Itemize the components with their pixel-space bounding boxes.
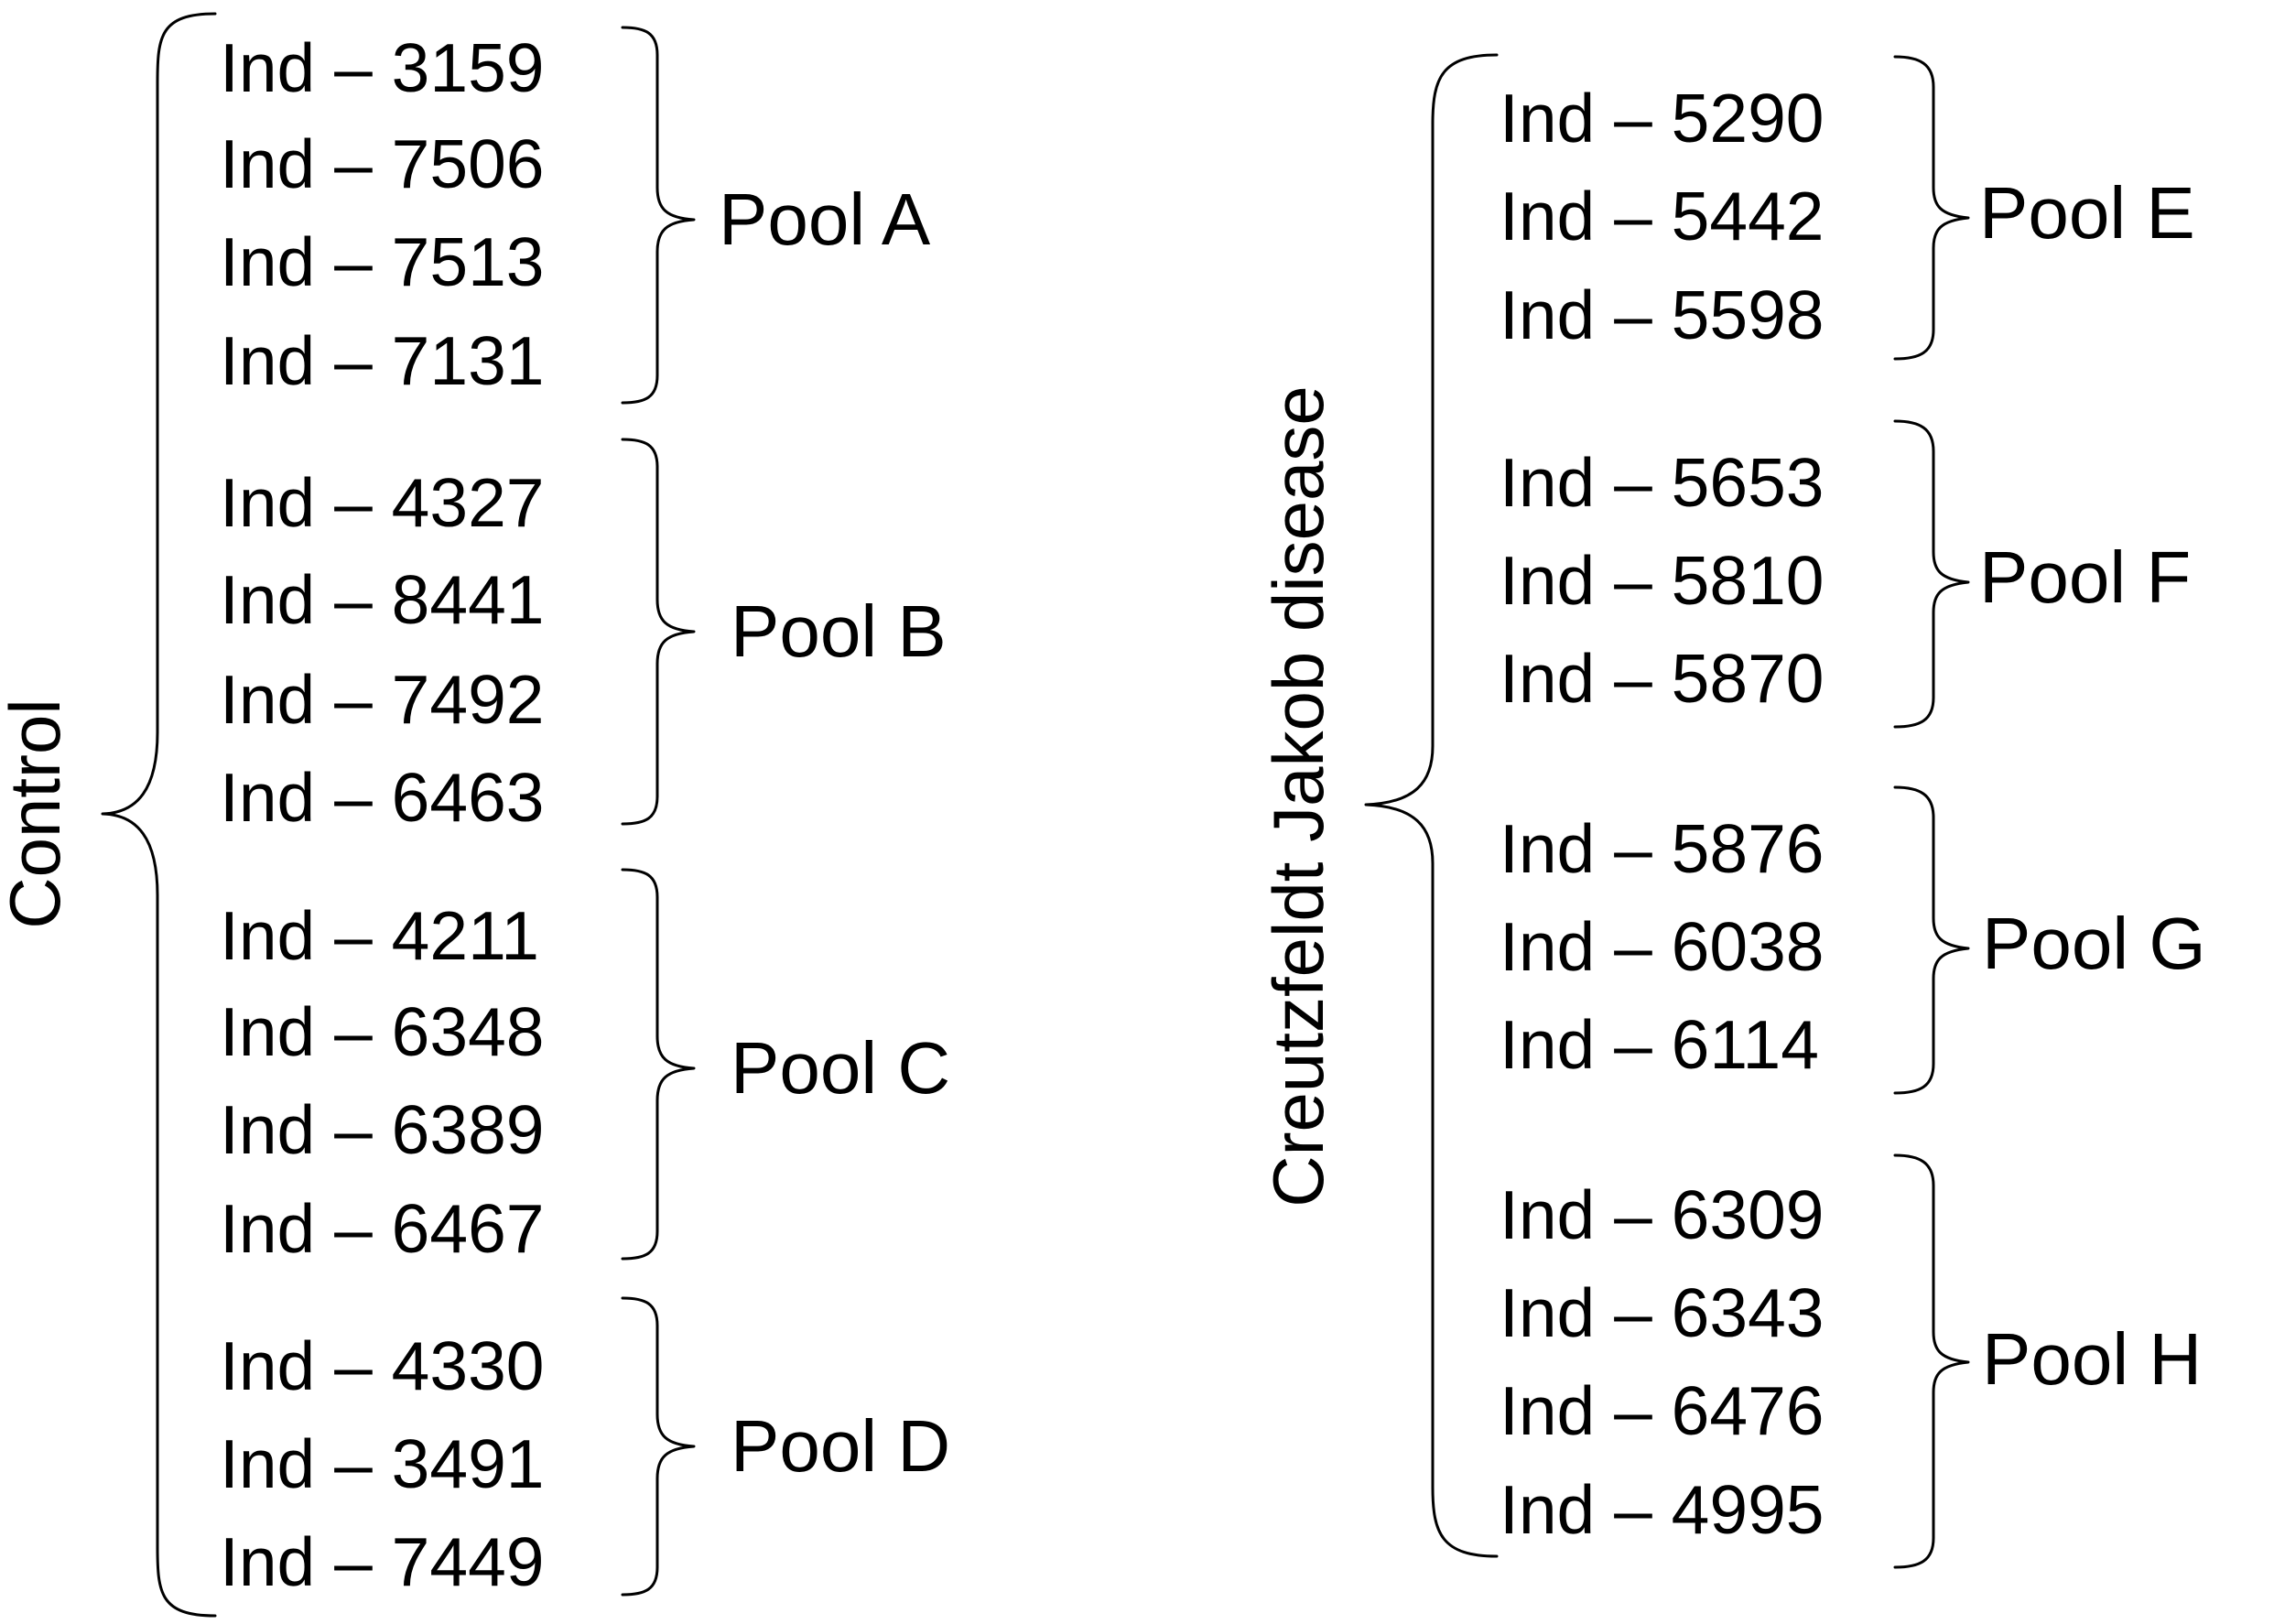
- pool-label-a: Pool A: [719, 179, 931, 260]
- pool-label-g: Pool G: [1982, 903, 2206, 984]
- pool-label-f: Pool F: [1979, 536, 2191, 618]
- group-brace-control: [101, 12, 217, 1618]
- individual-label: Ind – 8441: [220, 561, 545, 638]
- pool-brace-a: [621, 26, 696, 405]
- individual-label: Ind – 7506: [220, 125, 545, 202]
- pool-brace-e: [1893, 55, 1970, 361]
- individual-label: Ind – 7449: [220, 1523, 545, 1600]
- pool-d: Ind – 4330 Ind – 3491 Ind – 7449 Pool D: [220, 1296, 950, 1600]
- group-control: Control Ind – 3159 Ind – 7506 Ind – 7513…: [0, 12, 950, 1618]
- pool-h: Ind – 6309 Ind – 6343 Ind – 6476 Ind – 4…: [1500, 1153, 2202, 1569]
- individual-label: Ind – 5653: [1500, 444, 1825, 521]
- individual-label: Ind – 5876: [1500, 810, 1825, 887]
- pool-label-d: Pool D: [731, 1405, 950, 1487]
- individual-label: Ind – 3159: [220, 29, 545, 106]
- individual-label: Ind – 6467: [220, 1190, 545, 1267]
- pool-label-b: Pool B: [731, 590, 947, 672]
- pool-brace-d: [621, 1296, 696, 1597]
- individual-label: Ind – 6389: [220, 1091, 545, 1168]
- pool-brace-f: [1893, 419, 1970, 729]
- pool-e: Ind – 5290 Ind – 5442 Ind – 5598 Pool E: [1500, 55, 2195, 361]
- individual-label: Ind – 6038: [1500, 908, 1825, 985]
- individual-label: Ind – 5870: [1500, 640, 1825, 717]
- group-label-control: Control: [0, 698, 75, 928]
- pool-brace-c: [621, 868, 696, 1261]
- individual-label: Ind – 7492: [220, 661, 545, 738]
- individual-label: Ind – 6463: [220, 759, 545, 836]
- individual-label: Ind – 6309: [1500, 1176, 1825, 1253]
- pool-label-c: Pool C: [731, 1027, 950, 1109]
- pool-brace-b: [621, 438, 696, 826]
- individual-label: Ind – 3491: [220, 1425, 545, 1502]
- group-brace-cjd: [1364, 53, 1499, 1558]
- pool-brace-h: [1893, 1153, 1970, 1569]
- individual-label: Ind – 6114: [1500, 1006, 1819, 1083]
- individual-label: Ind – 5810: [1500, 542, 1825, 619]
- individual-label: Ind – 5442: [1500, 178, 1825, 254]
- pool-f: Ind – 5653 Ind – 5810 Ind – 5870 Pool F: [1500, 419, 2191, 729]
- individual-label: Ind – 6476: [1500, 1372, 1825, 1449]
- pool-c: Ind – 4211 Ind – 6348 Ind – 6389 Ind – 6…: [220, 868, 950, 1267]
- pool-a: Ind – 3159 Ind – 7506 Ind – 7513 Ind – 7…: [220, 26, 931, 405]
- individual-label: Ind – 4327: [220, 464, 545, 541]
- pool-label-h: Pool H: [1982, 1318, 2202, 1400]
- individual-label: Ind – 5290: [1500, 80, 1825, 157]
- individual-label: Ind – 7131: [220, 322, 545, 399]
- individual-label: Ind – 6343: [1500, 1274, 1825, 1351]
- individual-label: Ind – 4211: [220, 897, 539, 974]
- individual-label: Ind – 4330: [220, 1327, 545, 1404]
- group-cjd: Creutzfeldt Jakob disease Ind – 5290 Ind…: [1258, 53, 2206, 1569]
- individual-label: Ind – 6348: [220, 993, 545, 1070]
- individual-label: Ind – 5598: [1500, 276, 1825, 353]
- group-label-cjd: Creutzfeldt Jakob disease: [1258, 385, 1338, 1207]
- individual-label: Ind – 7513: [220, 223, 545, 300]
- pool-g: Ind – 5876 Ind – 6038 Ind – 6114 Pool G: [1500, 785, 2206, 1095]
- pool-label-e: Pool E: [1979, 172, 2195, 254]
- pool-brace-g: [1893, 785, 1970, 1095]
- individual-label: Ind – 4995: [1500, 1471, 1825, 1548]
- pool-b: Ind – 4327 Ind – 8441 Ind – 7492 Ind – 6…: [220, 438, 947, 836]
